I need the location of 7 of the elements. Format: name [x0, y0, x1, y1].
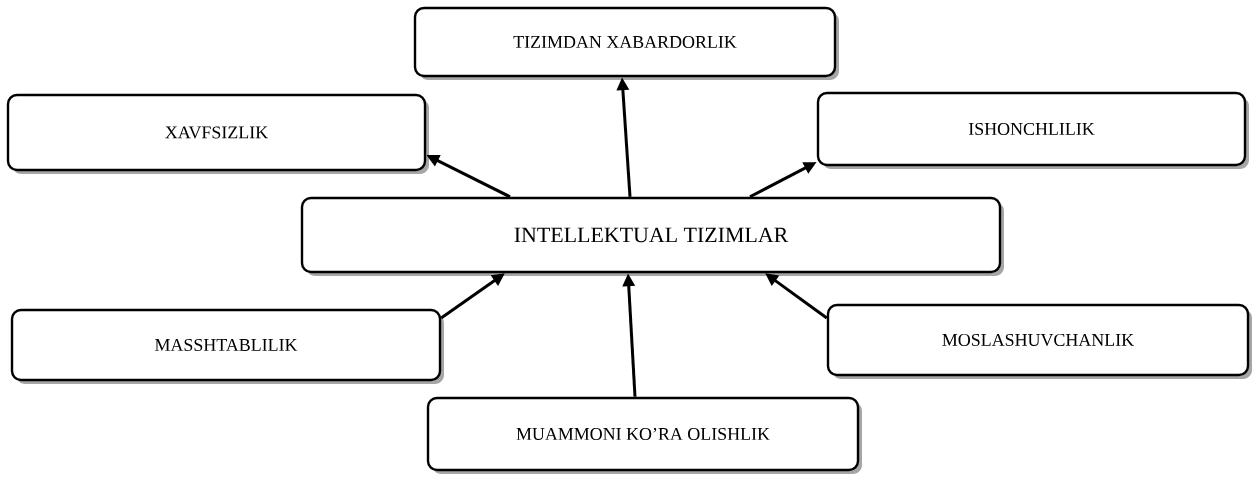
text-box: MUAMMONI KO’RA OLISHLIK	[426, 396, 862, 474]
text-box: MASSHTABLILIK	[10, 308, 444, 384]
text-box: INTELLEKTUAL TIZIMLAR	[300, 196, 1004, 276]
text-box: XAVFSIZLIK	[6, 93, 429, 174]
text-box: MOSLASHUVCHANLIK	[826, 303, 1252, 379]
text-box: TIZIMDAN XABARDORLIK	[413, 6, 839, 80]
text-box: ISHONCHLILIK	[816, 91, 1249, 169]
